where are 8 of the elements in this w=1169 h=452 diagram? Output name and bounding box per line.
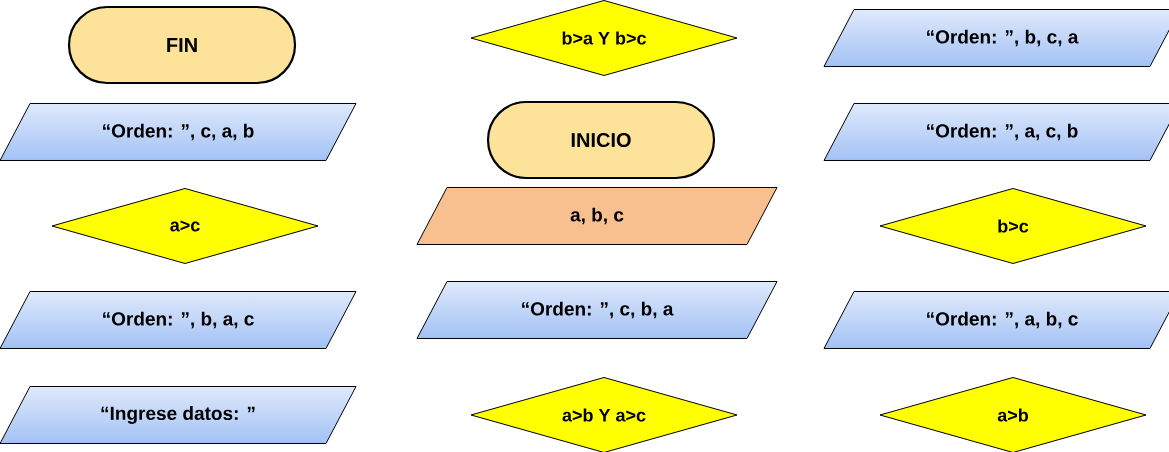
data-parallelogram: “Orden: ”, a, b, c: [823, 291, 1169, 349]
data-parallelogram: “Orden: ”, a, c, b: [823, 103, 1169, 161]
data-parallelogram: “Orden: ”, c, a, b: [0, 103, 357, 161]
data-parallelogram: “Ingrese datos: ”: [0, 386, 357, 444]
data-parallelogram: “Orden: ”, b, c, a: [823, 9, 1169, 67]
data-parallelogram: a, b, c: [416, 187, 778, 245]
data-parallelogram: “Orden: ”, c, b, a: [416, 281, 778, 339]
data-parallelogram: “Orden: ”, b, a, c: [0, 291, 357, 349]
